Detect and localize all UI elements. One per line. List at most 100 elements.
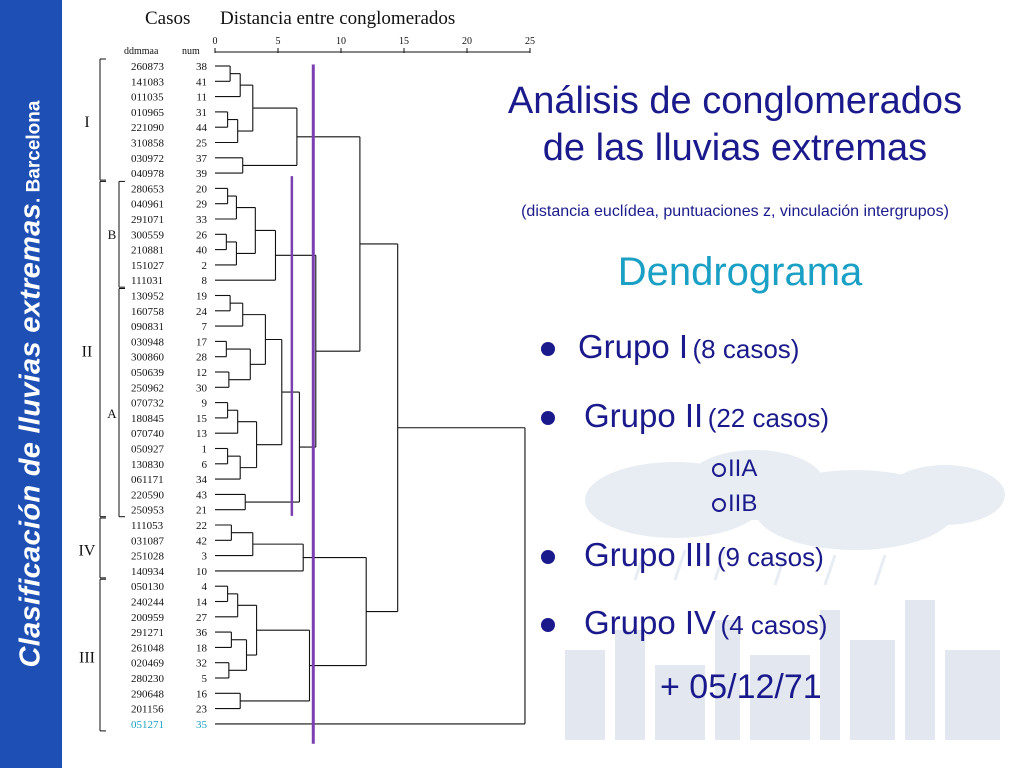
bullet-grupo-iii: Grupo III (9 casos) [584, 536, 824, 574]
case-date: 201156 [131, 704, 164, 716]
case-date: 010965 [131, 107, 165, 119]
bullet-icon [541, 411, 555, 425]
case-date: 221090 [131, 122, 165, 134]
bullet-note: (8 casos) [692, 334, 800, 364]
hollow-bullet-icon [712, 463, 726, 477]
case-num: 38 [196, 61, 208, 73]
scale-tick-label: 20 [462, 36, 472, 47]
case-date: 251028 [131, 551, 165, 563]
case-num: 6 [202, 459, 208, 471]
case-num: 8 [202, 275, 208, 287]
case-num: 35 [196, 719, 208, 731]
slide-title-line2: de las lluvias extremas [542, 127, 928, 169]
case-num: 20 [196, 183, 208, 195]
subitem-iib: IIB [712, 490, 757, 518]
column-header-num: num [182, 46, 200, 57]
case-num: 27 [196, 612, 208, 624]
case-num: 2 [202, 260, 208, 272]
bullet-label: Grupo I [578, 328, 689, 365]
subitem-iia: IIA [712, 455, 757, 483]
case-date: 300559 [131, 229, 165, 241]
case-date: 050639 [131, 367, 165, 379]
case-num: 36 [196, 627, 208, 639]
sidebar-title-location: . Barcelona [23, 100, 45, 203]
case-num: 41 [196, 76, 207, 88]
case-date: 291271 [131, 627, 164, 639]
case-date: 111031 [131, 275, 163, 287]
scale-tick-label: 5 [276, 36, 281, 47]
date-note: + 05/12/71 [660, 668, 822, 706]
case-num: 15 [196, 413, 208, 425]
bullet-label: Grupo II [584, 397, 704, 434]
case-date: 130830 [131, 459, 165, 471]
hollow-bullet-icon [712, 498, 726, 512]
bullet-note: (22 casos) [707, 403, 830, 433]
case-num: 34 [196, 474, 208, 486]
case-num: 7 [202, 321, 208, 333]
group-label-i: I [84, 114, 89, 131]
case-num: 22 [196, 520, 207, 532]
case-date: 051271 [131, 719, 164, 731]
rain-skyline-illustration [565, 450, 1005, 740]
case-date: 040978 [131, 168, 165, 180]
case-date: 220590 [131, 489, 165, 501]
case-num: 30 [196, 382, 208, 394]
bullet-grupo-i: Grupo I (8 casos) [578, 328, 799, 366]
case-date: 250953 [131, 505, 165, 517]
case-date: 030972 [131, 153, 164, 165]
bullet-grupo-ii: Grupo II (22 casos) [584, 397, 829, 435]
case-num: 37 [196, 153, 208, 165]
case-date: 140934 [131, 566, 165, 578]
case-date: 280653 [131, 183, 165, 195]
case-date: 070732 [131, 398, 164, 410]
case-num: 33 [196, 214, 208, 226]
subitem-label: IIB [728, 490, 758, 517]
dendrogram-header-title: Distancia entre conglomerados [220, 8, 455, 29]
case-date: 310858 [131, 138, 165, 150]
slide-title: Análisis de conglomerados de las lluvias… [440, 78, 1024, 172]
dendrogram-heading: Dendrograma [617, 250, 863, 294]
group-label-iv: IV [79, 543, 96, 560]
case-num: 12 [196, 367, 207, 379]
bullet-note: (4 casos) [720, 610, 828, 640]
case-date: 111053 [131, 520, 164, 532]
bullet-icon [541, 550, 555, 564]
case-num: 29 [196, 199, 208, 211]
case-num: 26 [196, 229, 208, 241]
case-num: 28 [196, 352, 208, 364]
case-num: 18 [196, 642, 208, 654]
case-num: 11 [196, 92, 207, 104]
case-num: 39 [196, 168, 208, 180]
case-date: 030948 [131, 336, 165, 348]
case-num: 42 [196, 535, 207, 547]
case-date: 300860 [131, 352, 165, 364]
sidebar: Clasificación de lluvias extremas. Barce… [0, 0, 62, 768]
case-date: 291071 [131, 214, 164, 226]
case-date: 070740 [131, 428, 165, 440]
slide-title-line1: Análisis de conglomerados [507, 80, 963, 122]
group-label-iii: III [79, 650, 95, 667]
case-date: 050130 [131, 581, 165, 593]
case-num: 4 [202, 581, 208, 593]
bullet-note: (9 casos) [716, 542, 824, 572]
case-num: 32 [196, 658, 207, 670]
slide-subtitle: (distancia euclídea, puntuaciones z, vin… [521, 203, 949, 220]
group-label-ii: II [82, 344, 93, 361]
group-label-iia: A [107, 406, 117, 421]
case-num: 43 [196, 489, 208, 501]
case-num: 14 [196, 597, 208, 609]
case-date: 151027 [131, 260, 165, 272]
case-num: 21 [196, 505, 207, 517]
case-date: 040961 [131, 199, 164, 211]
case-num: 23 [196, 704, 208, 716]
case-num: 16 [196, 688, 208, 700]
case-date: 290648 [131, 688, 165, 700]
scale-tick-label: 0 [213, 36, 218, 47]
case-num: 3 [202, 551, 208, 563]
group-label-iib: B [108, 227, 117, 242]
case-num: 10 [196, 566, 208, 578]
case-date: 141083 [131, 76, 165, 88]
case-date: 260873 [131, 61, 165, 73]
case-date: 250962 [131, 382, 164, 394]
case-num: 40 [196, 245, 208, 257]
